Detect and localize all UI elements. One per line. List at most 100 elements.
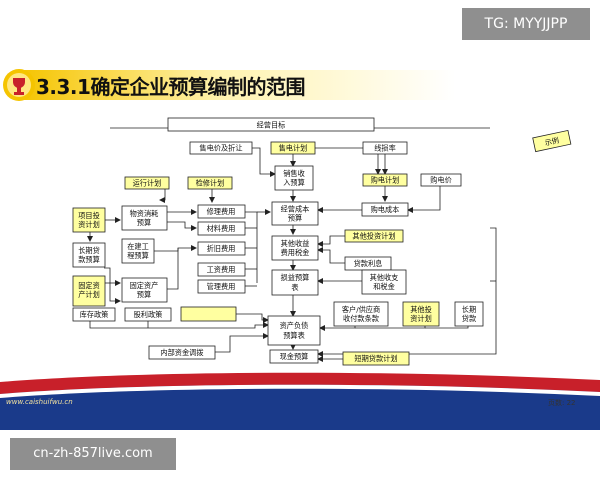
svg-text:长期贷: 长期贷 [78, 246, 100, 255]
svg-text:运行计划: 运行计划 [133, 179, 162, 188]
svg-text:固定资: 固定资 [78, 281, 100, 290]
svg-text:和税金: 和税金 [373, 282, 395, 291]
svg-text:购电价: 购电价 [430, 176, 452, 185]
svg-text:管理费用: 管理费用 [207, 282, 236, 291]
node-kcz: 库存政策 [72, 307, 116, 322]
svg-text:经营成本: 经营成本 [281, 205, 310, 214]
svg-text:其他收支: 其他收支 [370, 273, 399, 282]
node-xjys: 现金预算 [269, 349, 319, 364]
node-xsl: 线损率 [362, 141, 408, 155]
node-qtsz: 其他收支 和税金 [361, 269, 407, 295]
svg-text:预算: 预算 [137, 290, 151, 299]
svg-text:内部资金调拨: 内部资金调拨 [160, 348, 203, 357]
node-qttzjh: 其他投 资计划 [402, 301, 440, 327]
page-number: 页数: 22 [548, 399, 576, 407]
node-gdjh: 购电计划 [362, 173, 408, 187]
node-glfy: 管理费用 [197, 279, 246, 294]
svg-text:其他投资计划: 其他投资计划 [352, 232, 395, 241]
node-jxjh: 检修计划 [187, 176, 233, 190]
svg-text:经营目标: 经营目标 [257, 121, 286, 130]
svg-text:物资消耗: 物资消耗 [130, 209, 159, 218]
example-tag: 示例 [532, 129, 572, 153]
svg-text:贷款利息: 贷款利息 [354, 259, 383, 268]
footer-url: www.caishuifwu.cn [6, 398, 73, 406]
node-wzxh: 物资消耗 预算 [121, 205, 168, 231]
svg-text:售电价及折让: 售电价及折让 [199, 144, 242, 153]
node-yxjh: 运行计划 [124, 176, 170, 190]
node-jycb: 经营成本 预算 [271, 201, 319, 226]
svg-text:表: 表 [291, 283, 298, 292]
svg-text:预算表: 预算表 [283, 331, 305, 340]
svg-text:资产负债: 资产负债 [280, 321, 309, 330]
svg-text:程预算: 程预算 [127, 251, 149, 260]
watermark-top-badge: TG: MYYJJPP [462, 8, 590, 40]
slide: 3.3.1确定企业预算编制的范围 [0, 58, 600, 430]
node-khgy: 客户/供应商 收付款条款 [333, 301, 389, 327]
svg-text:资计划: 资计划 [410, 314, 432, 323]
node-sdjh: 售电计划 [270, 141, 316, 155]
svg-text:购电计划: 购电计划 [371, 176, 400, 185]
svg-text:短期贷款计划: 短期贷款计划 [354, 354, 397, 363]
node-zcfz: 资产负债 预算表 [267, 315, 321, 346]
trophy-logo-icon [3, 69, 35, 101]
svg-text:费用税金: 费用税金 [281, 248, 310, 257]
svg-text:收付款条款: 收付款条款 [343, 314, 379, 323]
svg-text:售电计划: 售电计划 [279, 144, 308, 153]
svg-text:股利政策: 股利政策 [134, 310, 163, 319]
node-dqdk: 短期贷款计划 [342, 351, 410, 366]
node-syys: 损益预算 表 [271, 269, 319, 296]
node-gzfy: 工资费用 [197, 262, 246, 277]
svg-text:折旧费用: 折旧费用 [207, 244, 236, 253]
svg-text:长期: 长期 [462, 305, 476, 314]
svg-text:产计划: 产计划 [78, 290, 100, 299]
svg-text:销售收: 销售收 [283, 169, 305, 178]
node-glzc: 股利政策 [124, 307, 172, 322]
node-nbzj: 内部资金调拨 [148, 345, 216, 360]
node-gdcb: 购电成本 [361, 202, 409, 217]
node-zjgc: 在建工 程预算 [121, 238, 155, 264]
node-yellow-placeholder [180, 306, 237, 322]
svg-text:库存政策: 库存政策 [80, 310, 109, 319]
node-qttz: 其他投资计划 [344, 229, 404, 243]
svg-text:材料费用: 材料费用 [207, 224, 236, 233]
title-stripe [20, 70, 600, 100]
title-bar: 3.3.1确定企业预算编制的范围 [0, 66, 600, 106]
svg-text:在建工: 在建工 [127, 242, 149, 251]
svg-text:入预算: 入预算 [283, 178, 305, 187]
svg-text:客户/供应商: 客户/供应商 [342, 305, 380, 314]
svg-text:预算: 预算 [137, 218, 151, 227]
svg-text:其他投: 其他投 [410, 305, 432, 314]
svg-text:现金预算: 现金预算 [280, 352, 309, 361]
node-cqdk: 长期 贷款 [454, 301, 484, 327]
node-jyyb: 经营目标 [167, 117, 375, 132]
watermark-bottom-badge: cn-zh-857live.com [10, 438, 176, 470]
budget-scope-diagram: 经营目标 售电价及折让 售电计划 线损率 运行计划 检修计划 销售收 入预算 [72, 117, 572, 366]
svg-text:购电成本: 购电成本 [371, 205, 400, 214]
node-xmtz: 项目投 资计划 [72, 207, 106, 233]
svg-text:线损率: 线损率 [374, 144, 396, 153]
svg-text:其他收益: 其他收益 [281, 239, 310, 248]
svg-text:项目投: 项目投 [78, 211, 100, 220]
node-xssr: 销售收 入预算 [274, 165, 314, 191]
svg-text:贷款: 贷款 [462, 314, 476, 323]
node-zjfy: 折旧费用 [197, 241, 246, 256]
node-gdzc: 固定资 产计划 [72, 275, 106, 307]
node-xlfy: 修理费用 [197, 204, 246, 219]
page-title: 3.3.1确定企业预算编制的范围 [36, 75, 305, 99]
svg-text:检修计划: 检修计划 [196, 179, 225, 188]
node-gdzcys: 固定资产 预算 [121, 277, 168, 303]
svg-text:固定资产: 固定资产 [130, 281, 159, 290]
node-qtsy: 其他收益 费用税金 [271, 235, 319, 261]
svg-text:工资费用: 工资费用 [207, 265, 236, 274]
svg-text:款预算: 款预算 [78, 255, 100, 264]
node-clfy: 材料费用 [197, 221, 246, 236]
node-zjjk: 长期贷 款预算 [72, 242, 106, 268]
node-sdj: 售电价及折让 [189, 141, 253, 155]
svg-text:资计划: 资计划 [78, 220, 100, 229]
node-dklx: 贷款利息 [344, 256, 392, 271]
svg-text:修理费用: 修理费用 [207, 207, 236, 216]
svg-text:预算: 预算 [288, 214, 302, 223]
svg-text:示例: 示例 [544, 136, 560, 148]
svg-text:损益预算: 损益预算 [281, 273, 310, 282]
node-gdj: 购电价 [420, 173, 462, 187]
